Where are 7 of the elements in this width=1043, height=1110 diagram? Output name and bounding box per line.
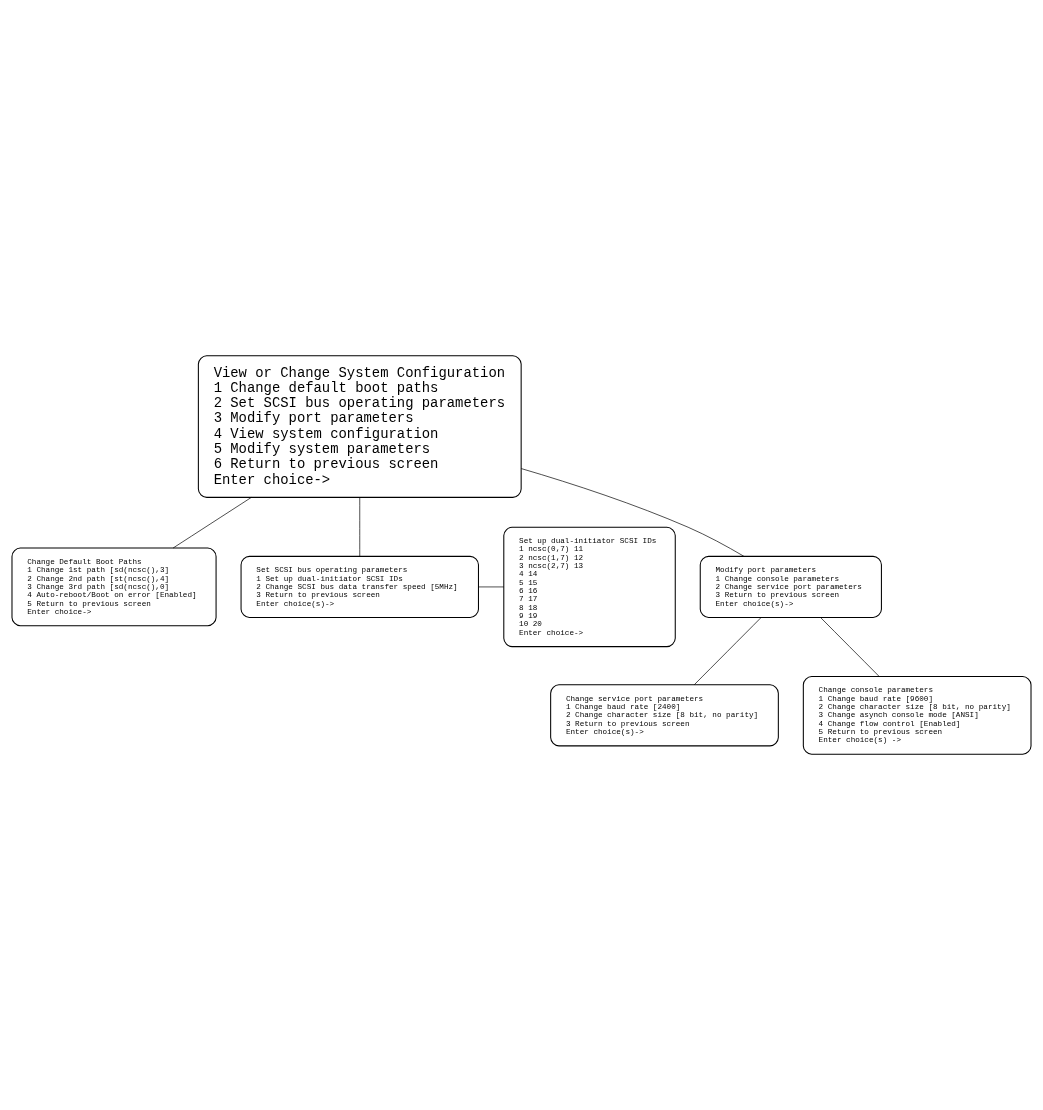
connector bbox=[693, 617, 762, 686]
connector bbox=[820, 617, 880, 677]
connector bbox=[520, 468, 745, 557]
connector bbox=[478, 586, 505, 588]
connector bbox=[359, 497, 361, 557]
node-box: View or Change System Configuration 1 Change default boot paths 2 Set SCSI bus operating parameters 3 Modify port parameters 4 View system configuration 5 Modify system parameters 6 Return to previous screen Enter choice-> bbox=[197, 355, 522, 498]
connector bbox=[172, 497, 252, 549]
